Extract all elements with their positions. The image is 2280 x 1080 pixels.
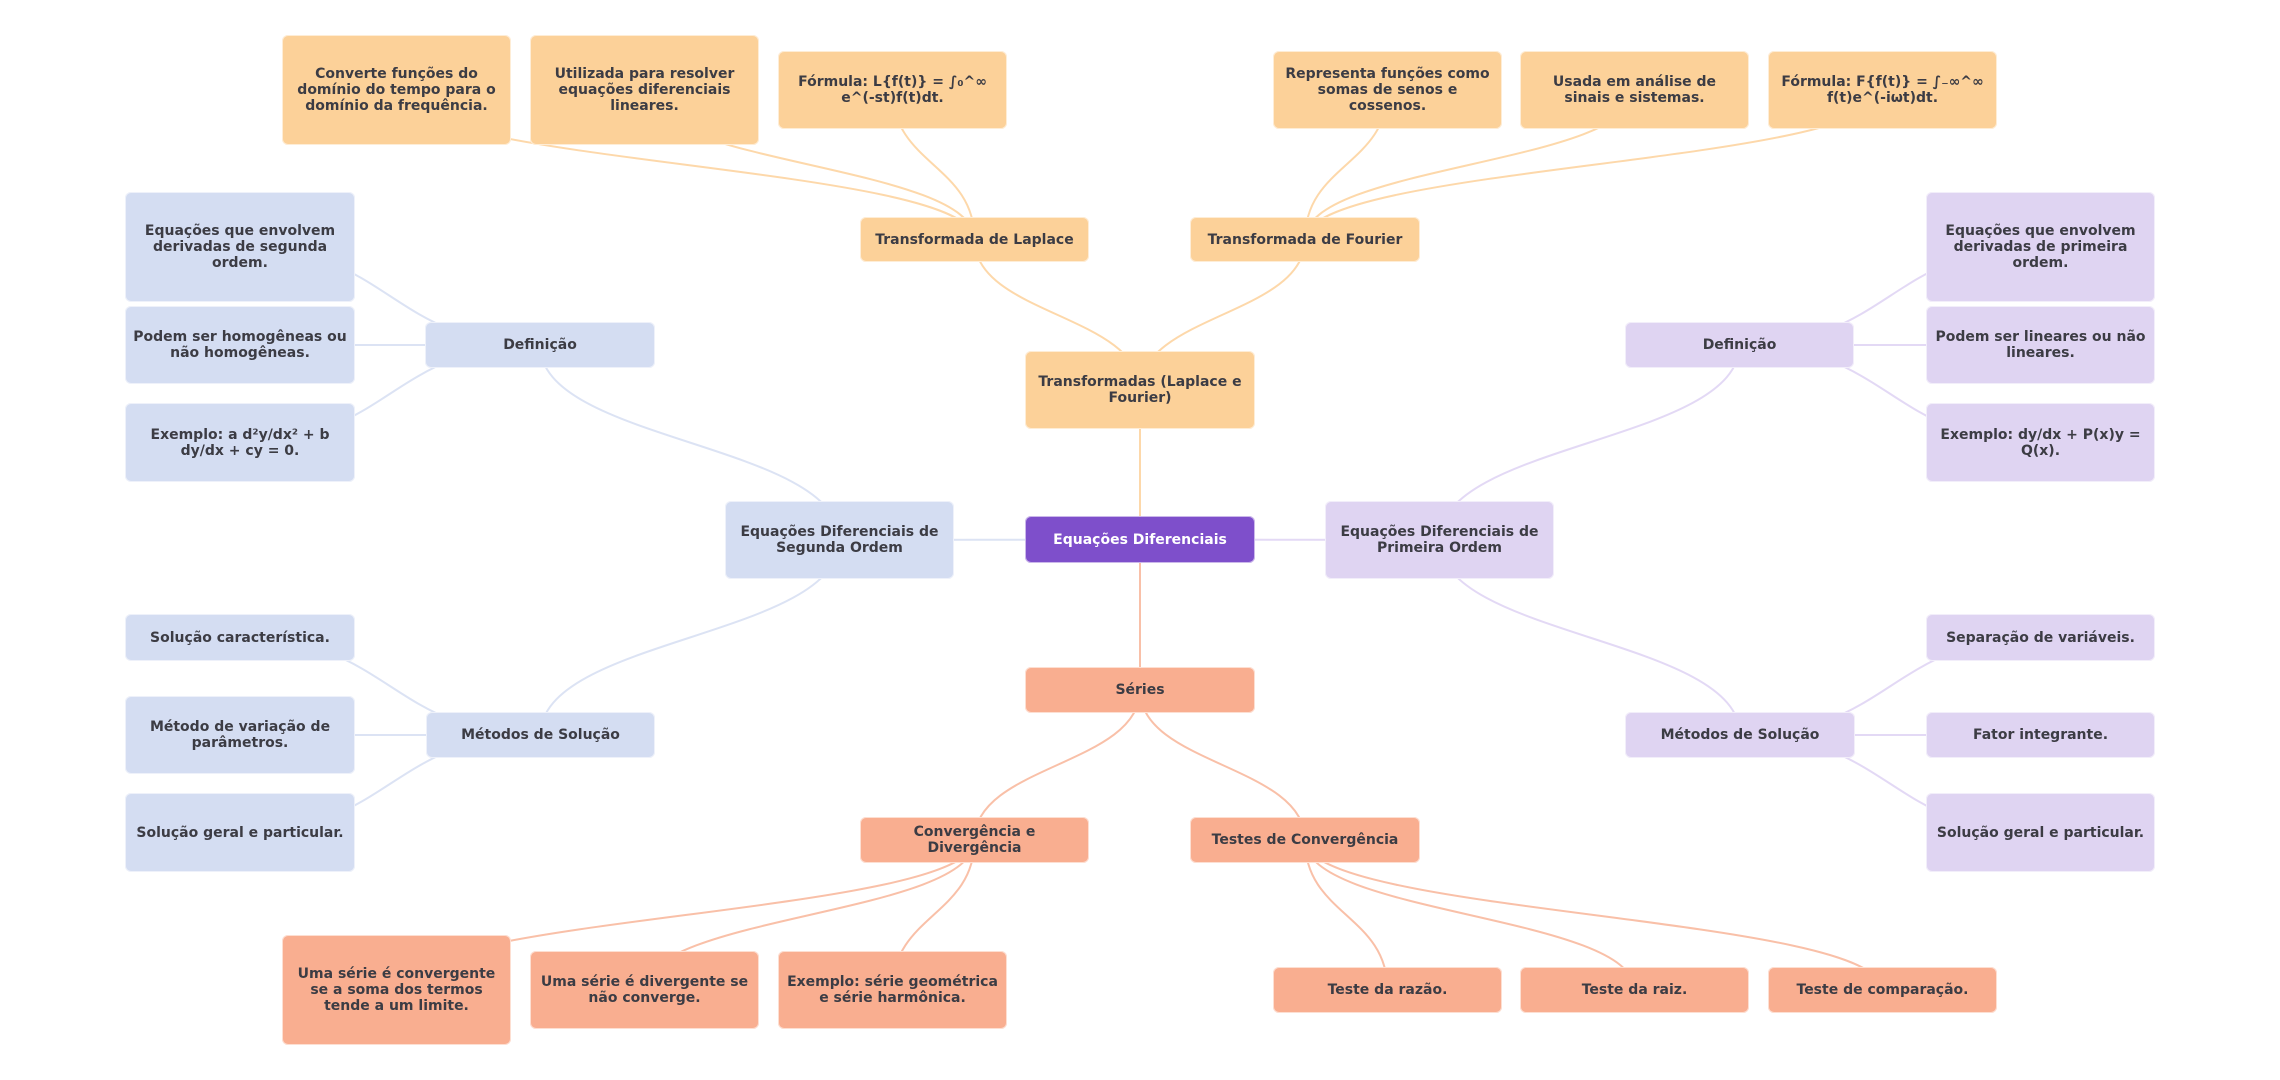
node-label: Séries	[1115, 682, 1165, 698]
leaf-label: Uma série é convergente se a soma dos te…	[297, 966, 496, 1014]
leaf-primeira-exemplo[interactable]: Exemplo: dy/dx + P(x)y = Q(x).	[1926, 403, 2155, 482]
node-label: Definição	[1702, 337, 1777, 353]
edge-se-tc	[1139, 689, 1306, 841]
node-series[interactable]: Séries	[1025, 667, 1255, 713]
node-transformadas[interactable]: Transformadas (Laplace e Fourier)	[1025, 351, 1255, 429]
node-label: Transformadas (Laplace e Fourier)	[1038, 374, 1242, 406]
leaf-laplace-converte[interactable]: Converte funções do domínio do tempo par…	[282, 35, 511, 145]
leaf-label: Fórmula: F{f(t)} = ∫₋∞^∞ f(t)e^(-iωt)dt.	[1781, 74, 1984, 106]
leaf-teste-raiz[interactable]: Teste da raiz.	[1520, 967, 1749, 1013]
leaf-fourier-usada[interactable]: Usada em análise de sinais e sistemas.	[1520, 51, 1749, 129]
leaf-segunda-envolvem[interactable]: Equações que envolvem derivadas de segun…	[125, 192, 355, 302]
leaf-label: Método de variação de parâmetros.	[149, 719, 331, 751]
leaf-primeira-geral[interactable]: Solução geral e particular.	[1926, 793, 2155, 872]
leaf-segunda-homogeneas[interactable]: Podem ser homogêneas ou não homogêneas.	[125, 306, 355, 384]
node-label: Definição	[503, 337, 577, 353]
node-laplace[interactable]: Transformada de Laplace	[860, 217, 1089, 262]
node-label: Transformada de Fourier	[1207, 231, 1403, 248]
leaf-fourier-representa[interactable]: Representa funções como somas de senos e…	[1273, 51, 1502, 129]
node-label: Métodos de Solução	[1660, 727, 1820, 743]
leaf-teste-razao[interactable]: Teste da razão.	[1273, 967, 1502, 1013]
root-node[interactable]: Equações Diferenciais	[1025, 516, 1255, 563]
leaf-label: Separação de variáveis.	[1946, 629, 2135, 646]
leaf-label: Equações que envolvem derivadas de prime…	[1945, 223, 2136, 271]
root-label: Equações Diferenciais	[1053, 531, 1227, 548]
leaf-label: Teste da razão.	[1327, 982, 1448, 998]
node-primeira-metodos[interactable]: Métodos de Solução	[1625, 712, 1855, 758]
node-convergencia-divergencia[interactable]: Convergência e Divergência	[860, 817, 1089, 863]
leaf-laplace-formula[interactable]: Fórmula: L{f(t)} = ∫₀^∞ e^(-st)f(t)dt.	[778, 51, 1007, 129]
leaf-primeira-envolvem[interactable]: Equações que envolvem derivadas de prime…	[1926, 192, 2155, 302]
node-label: Equações Diferenciais de Primeira Ordem	[1340, 524, 1539, 556]
leaf-label: Equações que envolvem derivadas de segun…	[144, 223, 336, 271]
leaf-primeira-lineares[interactable]: Podem ser lineares ou não lineares.	[1926, 306, 2155, 384]
node-segunda-metodos[interactable]: Métodos de Solução	[426, 712, 655, 758]
leaf-primeira-separacao[interactable]: Separação de variáveis.	[1926, 614, 2155, 661]
leaf-label: Podem ser lineares ou não lineares.	[1935, 329, 2146, 361]
leaf-label: Uma série é divergente se não converge.	[540, 974, 749, 1006]
node-label: Métodos de Solução	[461, 727, 620, 743]
leaf-label: Converte funções do domínio do tempo par…	[297, 66, 496, 114]
leaf-laplace-utilizada[interactable]: Utilizada para resolver equações diferen…	[530, 35, 759, 145]
leaf-label: Solução geral e particular.	[136, 824, 344, 841]
leaf-label: Exemplo: a d²y/dx² + b dy/dx + cy = 0.	[150, 426, 330, 459]
edge-se-cd	[973, 689, 1141, 841]
node-segunda-ordem[interactable]: Equações Diferenciais de Segunda Ordem	[725, 501, 954, 579]
leaf-fourier-formula[interactable]: Fórmula: F{f(t)} = ∫₋∞^∞ f(t)e^(-iωt)dt.	[1768, 51, 1997, 129]
leaf-segunda-variacao[interactable]: Método de variação de parâmetros.	[125, 696, 355, 774]
node-primeira-definicao[interactable]: Definição	[1625, 322, 1854, 368]
leaf-segunda-caracteristica[interactable]: Solução característica.	[125, 614, 355, 661]
node-label: Equações Diferenciais de Segunda Ordem	[740, 524, 939, 556]
node-primeira-ordem[interactable]: Equações Diferenciais de Primeira Ordem	[1325, 501, 1554, 579]
leaf-serie-convergente[interactable]: Uma série é convergente se a soma dos te…	[282, 935, 511, 1045]
node-label: Convergência e Divergência	[913, 824, 1036, 856]
node-label: Transformada de Laplace	[875, 231, 1074, 248]
leaf-label: Representa funções como somas de senos e…	[1285, 66, 1490, 114]
leaf-label: Fator integrante.	[1972, 727, 2109, 743]
leaf-label: Teste da raiz.	[1581, 982, 1688, 998]
leaf-label: Usada em análise de sinais e sistemas.	[1552, 74, 1717, 106]
leaf-serie-divergente[interactable]: Uma série é divergente se não converge.	[530, 951, 759, 1029]
edge-tc-tc0	[1304, 839, 1389, 991]
leaf-segunda-exemplo[interactable]: Exemplo: a d²y/dx² + b dy/dx + cy = 0.	[125, 403, 355, 482]
node-testes-convergencia[interactable]: Testes de Convergência	[1190, 817, 1420, 863]
leaf-label: Podem ser homogêneas ou não homogêneas.	[133, 329, 347, 361]
leaf-teste-comparacao[interactable]: Teste de comparação.	[1768, 967, 1997, 1013]
node-fourier[interactable]: Transformada de Fourier	[1190, 217, 1420, 262]
node-segunda-definicao[interactable]: Definição	[425, 322, 655, 368]
node-label: Testes de Convergência	[1211, 832, 1399, 848]
leaf-label: Solução geral e particular.	[1936, 824, 2145, 841]
leaf-label: Exemplo: dy/dx + P(x)y = Q(x).	[1940, 426, 2141, 459]
leaf-label: Utilizada para resolver equações diferen…	[554, 66, 735, 114]
leaf-serie-exemplo[interactable]: Exemplo: série geométrica e série harmôn…	[778, 951, 1007, 1029]
leaf-label: Teste de comparação.	[1796, 982, 1969, 998]
leaf-label: Fórmula: L{f(t)} = ∫₀^∞ e^(-st)f(t)dt.	[798, 74, 987, 106]
leaf-primeira-fator[interactable]: Fator integrante.	[1926, 712, 2155, 758]
leaf-label: Solução característica.	[150, 629, 330, 646]
edge-tc-tc2	[1304, 839, 1884, 991]
edge-tc-tc1	[1304, 839, 1636, 991]
leaf-segunda-geral[interactable]: Solução geral e particular.	[125, 793, 355, 872]
leaf-label: Exemplo: série geométrica e série harmôn…	[787, 974, 998, 1006]
